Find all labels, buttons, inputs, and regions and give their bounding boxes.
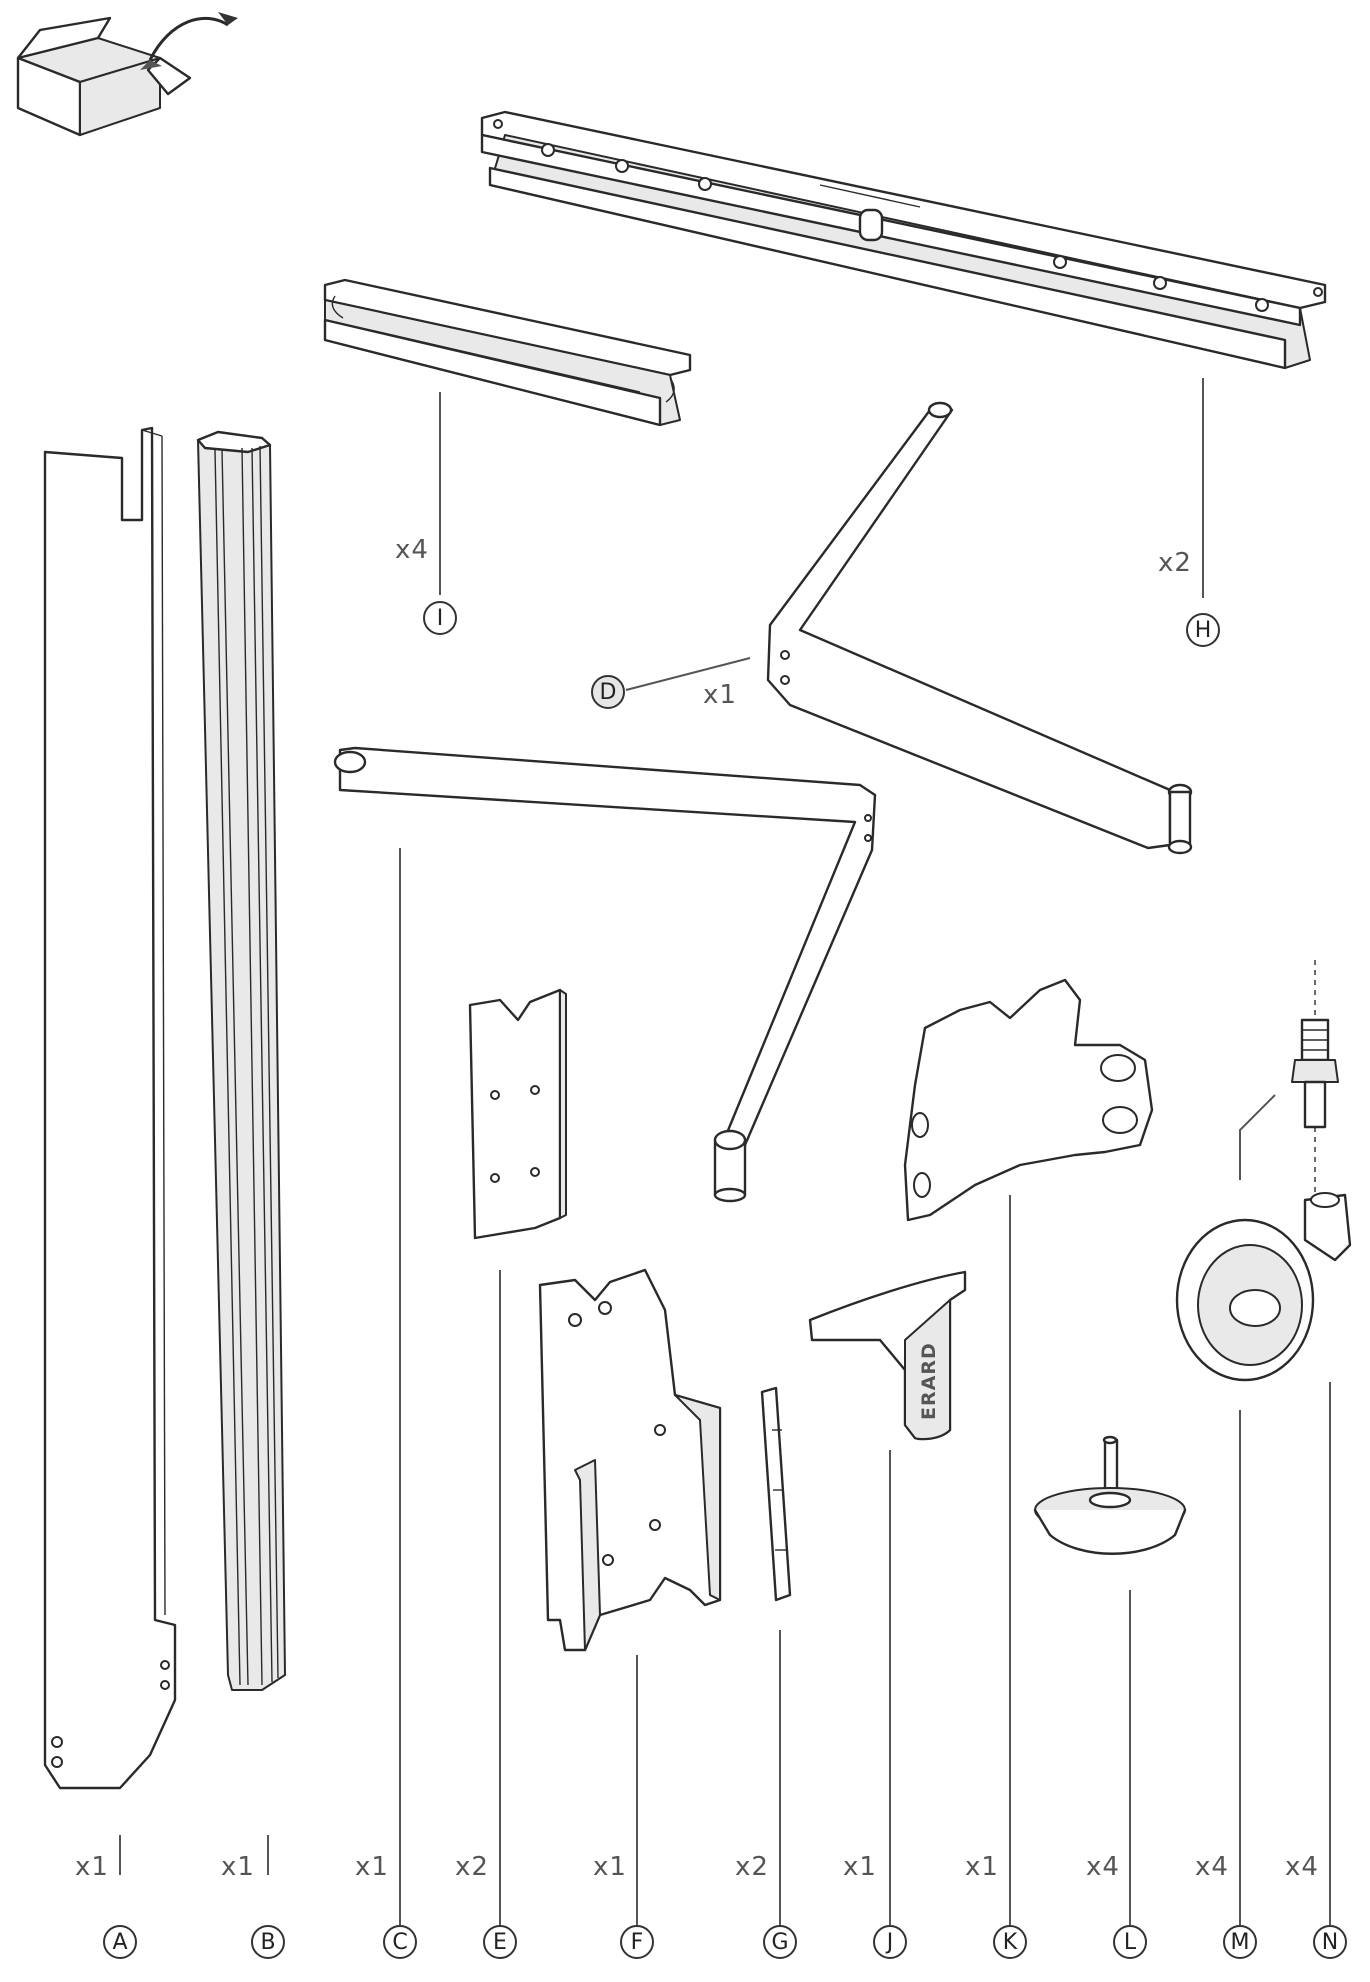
unbox-icon — [16, 12, 238, 137]
part-i-channel — [323, 278, 692, 427]
qty-d: x1 — [703, 680, 737, 710]
qty-g: x2 — [735, 1852, 769, 1882]
tag-c: C — [383, 1925, 417, 1959]
qty-c: x1 — [355, 1852, 389, 1882]
tag-b: B — [251, 1925, 285, 1959]
leader-lines — [119, 378, 1331, 1940]
qty-n: x4 — [1285, 1852, 1319, 1882]
tag-m: M — [1223, 1925, 1257, 1959]
tag-d: D — [591, 675, 625, 709]
part-a-upright — [43, 426, 177, 1790]
tag-a: A — [103, 1925, 137, 1959]
qty-i: x4 — [395, 535, 429, 565]
qty-b: x1 — [221, 1852, 255, 1882]
part-d-leg — [766, 401, 1193, 855]
qty-e: x2 — [455, 1852, 489, 1882]
tag-e: E — [483, 1925, 517, 1959]
qty-h: x2 — [1158, 548, 1192, 578]
tag-n: N — [1313, 1925, 1347, 1959]
qty-j: x1 — [843, 1852, 877, 1882]
qty-m: x4 — [1195, 1852, 1229, 1882]
tag-f: F — [620, 1925, 654, 1959]
tag-i: I — [423, 601, 457, 635]
part-f-bracket — [538, 1268, 722, 1652]
qty-a: x1 — [75, 1852, 109, 1882]
part-b-profile — [196, 430, 286, 1691]
part-c-leg — [333, 746, 877, 1203]
part-g-strip — [760, 1386, 792, 1602]
part-h-rail — [480, 110, 1327, 370]
tag-k: K — [993, 1925, 1027, 1959]
part-k-bracket — [903, 978, 1154, 1222]
part-n-caster — [1175, 1192, 1352, 1382]
part-j-cap: ERARD — [808, 1270, 967, 1441]
part-l-glide — [1033, 1435, 1187, 1555]
tag-l: L — [1113, 1925, 1147, 1959]
tag-h: H — [1186, 613, 1220, 647]
brand-mark: ERARD — [918, 1342, 940, 1420]
part-m-stem — [1291, 960, 1339, 1195]
qty-f: x1 — [593, 1852, 627, 1882]
qty-l: x4 — [1086, 1852, 1120, 1882]
qty-k: x1 — [965, 1852, 999, 1882]
tag-j: J — [873, 1925, 907, 1959]
part-e-bracket — [468, 988, 567, 1240]
tag-g: G — [763, 1925, 797, 1959]
